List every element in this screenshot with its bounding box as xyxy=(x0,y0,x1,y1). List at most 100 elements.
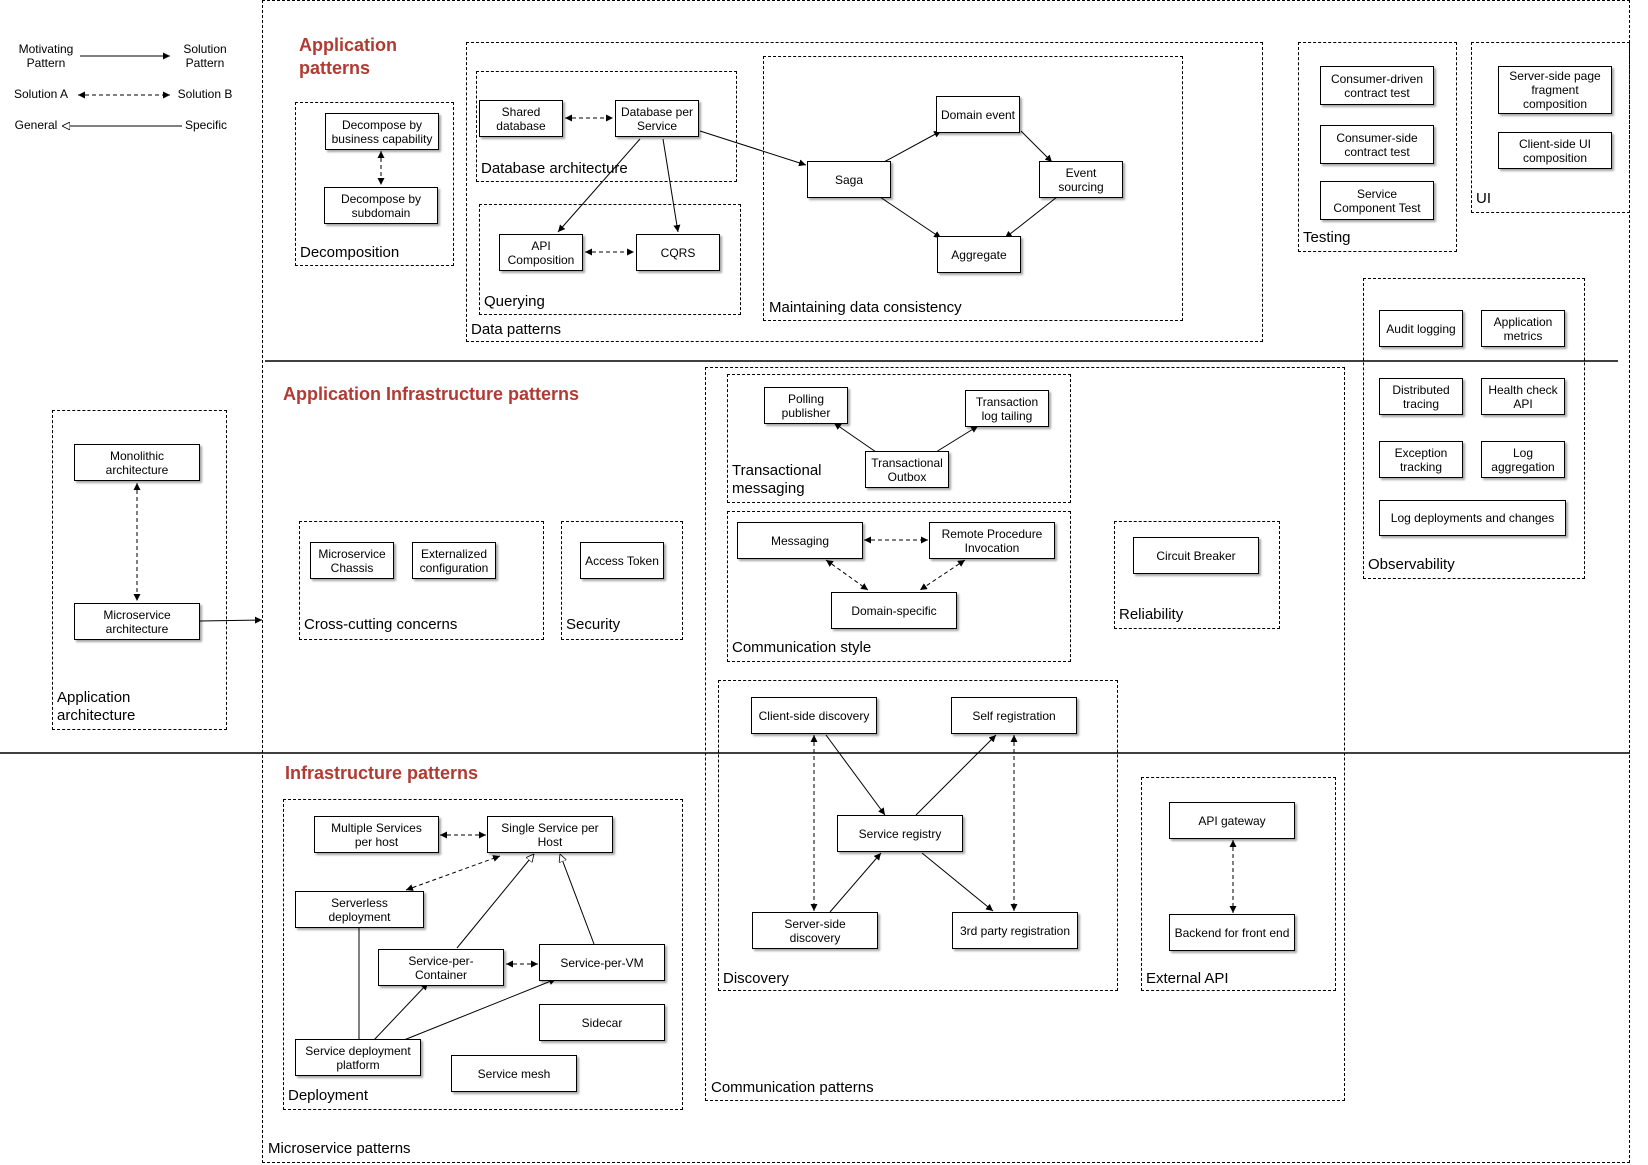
box-application-metrics[interactable]: Application metrics xyxy=(1481,310,1565,347)
group-label-observability: Observability xyxy=(1368,556,1455,573)
box-aggregate[interactable]: Aggregate xyxy=(937,236,1021,273)
box-cqrs[interactable]: CQRS xyxy=(636,234,720,271)
legend-solution-pattern: Solution Pattern xyxy=(183,42,227,70)
connector-arrow xyxy=(825,734,886,816)
box-service-per-container[interactable]: Service-per- Container xyxy=(378,949,504,986)
box-domain-event[interactable]: Domain event xyxy=(936,96,1020,133)
box-transactional-outbox[interactable]: Transactional Outbox xyxy=(865,451,949,488)
group-cross-cutting-concerns xyxy=(299,521,544,640)
group-observability xyxy=(1363,278,1585,579)
box-api-composition[interactable]: API Composition xyxy=(499,234,583,271)
group-communication-style xyxy=(727,511,1071,662)
box-service-deployment-platform[interactable]: Service deployment platform xyxy=(295,1039,421,1076)
connector-arrow xyxy=(1004,196,1058,239)
box-backend-for-front-end[interactable]: Backend for front end xyxy=(1169,914,1295,951)
group-label-transactional-messaging: Transactional messaging xyxy=(732,462,822,497)
group-transactional-messaging xyxy=(727,374,1071,503)
box-audit-logging[interactable]: Audit logging xyxy=(1379,310,1463,347)
box-log-aggregation[interactable]: Log aggregation xyxy=(1481,441,1565,478)
box-service-per-vm[interactable]: Service-per-VM xyxy=(539,944,665,981)
connector-arrow xyxy=(935,425,979,453)
group-label-external-api: External API xyxy=(1146,970,1229,987)
connector-arrow xyxy=(833,422,877,453)
box-client-side-ui-composition[interactable]: Client-side UI composition xyxy=(1498,132,1612,169)
box-client-side-discovery[interactable]: Client-side discovery xyxy=(751,697,877,734)
connector-arrow xyxy=(199,616,263,624)
group-testing xyxy=(1298,42,1457,252)
box-polling-publisher[interactable]: Polling publisher xyxy=(764,387,848,424)
group-label-deployment: Deployment xyxy=(288,1087,369,1104)
box-self-registration[interactable]: Self registration xyxy=(951,697,1077,734)
connector-arrow xyxy=(662,138,681,233)
connector-arrow xyxy=(829,852,882,913)
group-deployment xyxy=(283,799,683,1110)
group-label-decomposition: Decomposition xyxy=(300,244,400,261)
connector-dashed xyxy=(405,855,501,891)
box-consumer-side-contract-test[interactable]: Consumer-side contract test xyxy=(1320,125,1434,164)
box-3rd-party-registration[interactable]: 3rd party registration xyxy=(952,912,1078,949)
group-label-querying: Querying xyxy=(484,293,545,310)
legend-solution-a: Solution A xyxy=(13,87,69,101)
group-label-communication-style: Communication style xyxy=(732,639,872,656)
group-label-maintaining-data-consistency: Maintaining data consistency xyxy=(769,299,962,316)
box-service-component-test[interactable]: Service Component Test xyxy=(1320,181,1434,220)
legend-solution-b: Solution B xyxy=(177,87,233,101)
connector-arrow xyxy=(403,978,557,1041)
box-server-side-discovery[interactable]: Server-side discovery xyxy=(752,912,878,949)
box-shared-database[interactable]: Shared database xyxy=(479,100,563,137)
box-microservice-chassis[interactable]: Microservice Chassis xyxy=(310,542,394,579)
section-title-infrastructure-patterns: Infrastructure patterns xyxy=(285,763,479,783)
box-access-token[interactable]: Access Token xyxy=(580,542,664,579)
group-discovery xyxy=(718,680,1118,991)
group-label-discovery: Discovery xyxy=(723,970,789,987)
group-communication-patterns xyxy=(705,367,1345,1101)
box-log-deployments-and-changes[interactable]: Log deployments and changes xyxy=(1379,500,1566,536)
box-exception-tracking[interactable]: Exception tracking xyxy=(1379,441,1463,478)
box-transaction-log-tailing[interactable]: Transaction log tailing xyxy=(965,390,1049,427)
legend-motivating-pattern: Motivating Pattern xyxy=(18,42,74,70)
connector-dashed xyxy=(825,559,869,591)
box-service-mesh[interactable]: Service mesh xyxy=(451,1055,577,1092)
box-distributed-tracing[interactable]: Distributed tracing xyxy=(1379,378,1463,415)
box-decompose-subdomain[interactable]: Decompose by subdomain xyxy=(324,187,438,224)
connector-dashed xyxy=(919,559,966,591)
connector-arrow xyxy=(879,196,942,239)
group-label-reliability: Reliability xyxy=(1119,606,1184,623)
group-label-database-architecture: Database architecture xyxy=(481,160,628,177)
group-microservice-patterns xyxy=(262,0,1630,1163)
box-consumer-driven-contract-test[interactable]: Consumer-driven contract test xyxy=(1320,66,1434,105)
box-health-check-api[interactable]: Health check API xyxy=(1481,378,1565,415)
box-database-per-service[interactable]: Database per Service xyxy=(615,100,699,137)
box-decompose-business-capability[interactable]: Decompose by business capability xyxy=(325,113,439,150)
connector-arrow xyxy=(373,982,429,1041)
box-remote-procedure-invocation[interactable]: Remote Procedure Invocation xyxy=(929,522,1055,559)
box-saga[interactable]: Saga xyxy=(807,161,891,198)
group-data-patterns xyxy=(466,42,1263,342)
box-server-side-page-fragment-composition[interactable]: Server-side page fragment composition xyxy=(1498,66,1612,114)
group-maintaining-data-consistency xyxy=(763,56,1183,321)
box-multiple-services-per-host[interactable]: Multiple Services per host xyxy=(314,816,439,853)
connector-arrow xyxy=(915,734,997,816)
box-externalized-configuration[interactable]: Externalized configuration xyxy=(412,542,496,579)
box-microservice-architecture[interactable]: Microservice architecture xyxy=(74,603,200,640)
section-title-application-patterns: Application patterns xyxy=(299,35,397,78)
connector-arrow xyxy=(883,130,942,163)
connector-arrow xyxy=(699,130,807,167)
box-sidecar[interactable]: Sidecar xyxy=(539,1004,665,1041)
box-circuit-breaker[interactable]: Circuit Breaker xyxy=(1133,537,1259,574)
box-single-service-per-host[interactable]: Single Service per Host xyxy=(487,816,613,853)
box-serverless-deployment[interactable]: Serverless deployment xyxy=(295,891,424,928)
box-service-registry[interactable]: Service registry xyxy=(837,815,963,852)
legend-specific: Specific xyxy=(184,118,228,132)
group-security xyxy=(561,521,683,640)
box-domain-specific[interactable]: Domain-specific xyxy=(831,592,957,629)
connector-arrow xyxy=(921,852,994,912)
box-event-sourcing[interactable]: Event sourcing xyxy=(1039,161,1123,198)
box-monolithic-architecture[interactable]: Monolithic architecture xyxy=(74,444,200,481)
connector-arrow xyxy=(557,138,641,233)
connector-generalization xyxy=(560,854,595,945)
box-messaging[interactable]: Messaging xyxy=(737,522,863,559)
group-database-architecture xyxy=(476,71,737,182)
box-api-gateway[interactable]: API gateway xyxy=(1169,802,1295,839)
